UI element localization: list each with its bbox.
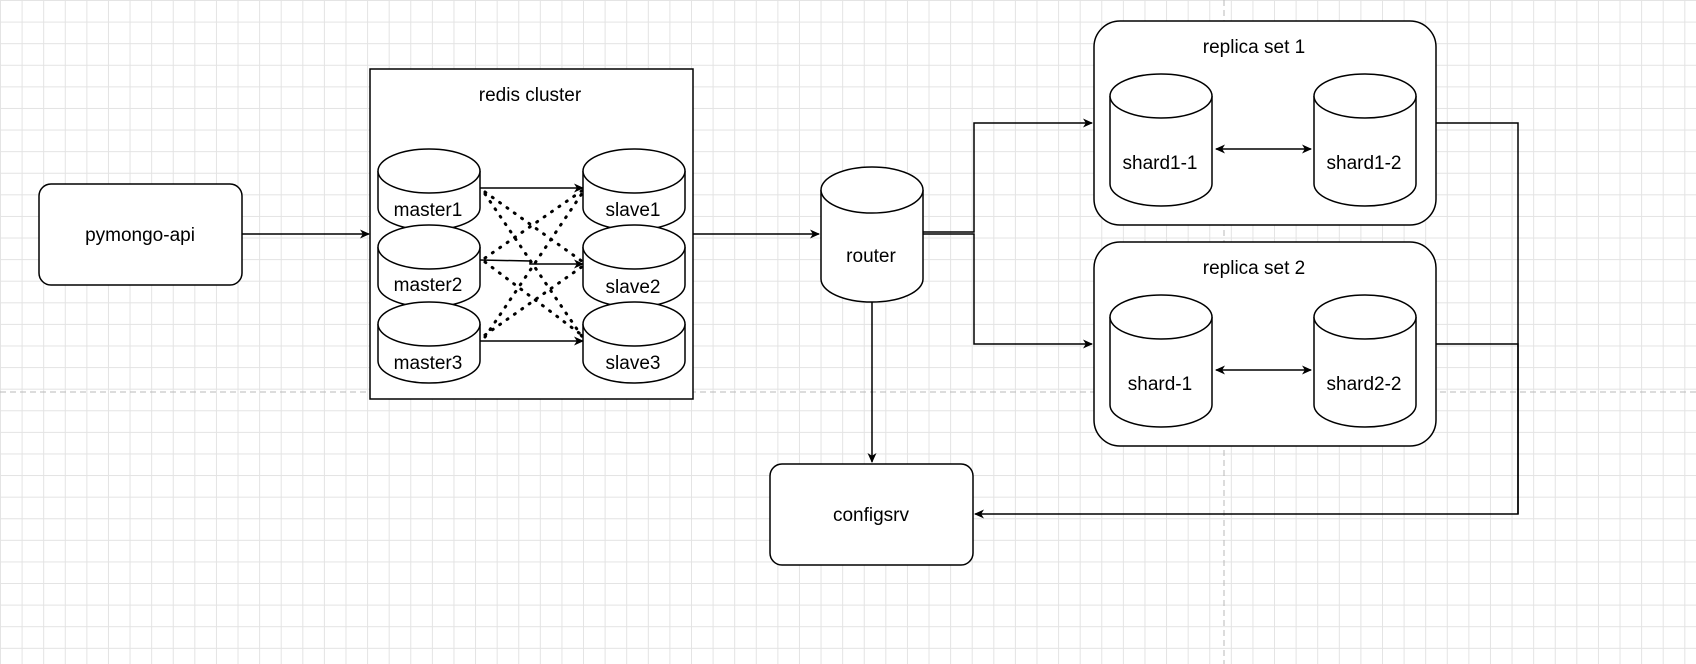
pymongo-api-node[interactable]: pymongo-api [38,183,243,286]
shard1-1-cylinder[interactable]: shard1-1 [1109,73,1213,207]
master2-cylinder[interactable]: master2 [377,224,481,308]
shard2-2-label: shard2-2 [1327,374,1402,395]
edge-replica-set-1-configsrv [1436,122,1519,514]
edge-master1-slave3 [483,192,585,340]
configsrv-node[interactable]: configsrv [769,463,974,566]
shard-1-label: shard-1 [1128,374,1192,395]
replica-set-1-title: replica set 1 [1203,37,1305,58]
shard1-2-label: shard1-2 [1327,153,1402,174]
slave1-cylinder[interactable]: slave1 [582,148,686,231]
edge-master1-slave2 [483,190,585,264]
edge-router-replica-set-2 [923,233,1093,349]
shard1-2-cylinder[interactable]: shard1-2 [1313,73,1417,207]
edge-master3-slave2 [483,264,585,337]
slave2-label: slave2 [606,277,661,298]
master2-label: master2 [394,275,463,296]
edge-router-replica-set-1 [923,118,1093,233]
slave3-label: slave3 [606,353,661,374]
redis-dotted-replication [483,188,585,340]
slave2-cylinder[interactable]: slave2 [582,224,686,308]
edge-master3-slave1 [483,190,585,339]
edge-master2-slave3 [483,260,585,338]
master3-label: master3 [394,353,463,374]
shard-1-cylinder[interactable]: shard-1 [1109,294,1213,428]
edge-replica-set-2-configsrv [974,343,1519,519]
master1-cylinder[interactable]: master1 [377,148,481,231]
redis-cluster-title: redis cluster [479,85,582,106]
master1-label: master1 [394,200,463,221]
configsrv-label: configsrv [833,505,910,526]
master3-cylinder[interactable]: master3 [377,301,481,384]
router-cylinder[interactable]: router [820,166,924,303]
edge-master2-slave1 [483,188,585,260]
pymongo-api-label: pymongo-api [85,225,195,246]
slave3-cylinder[interactable]: slave3 [582,301,686,384]
shard1-1-label: shard1-1 [1123,153,1198,174]
router-label: router [846,246,896,267]
replica-set-2-title: replica set 2 [1203,258,1305,279]
shard2-2-cylinder[interactable]: shard2-2 [1313,294,1417,428]
slave1-label: slave1 [606,200,661,221]
